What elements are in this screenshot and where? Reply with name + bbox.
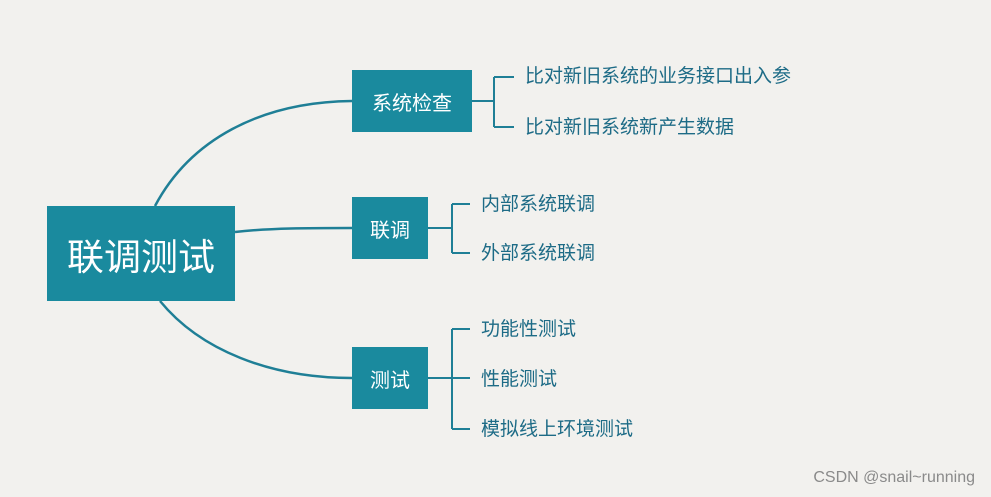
leaf-node: 功能性测试 [481, 318, 577, 340]
branch-node-label: 联调 [370, 217, 410, 242]
branch-node-系统检查: 系统检查 [352, 70, 472, 132]
connector-root-to-系统检查 [153, 99, 353, 207]
leaf-node: 比对新旧系统新产生数据 [525, 116, 735, 138]
leaf-node: 内部系统联调 [481, 193, 596, 215]
branch-node-联调: 联调 [352, 197, 428, 259]
leaf-node: 性能测试 [481, 368, 558, 390]
branch-node-测试: 测试 [352, 347, 428, 409]
root-node: 联调测试 [47, 206, 235, 301]
branch-node-label: 系统检查 [372, 90, 452, 115]
leaf-node: 比对新旧系统的业务接口出入参 [525, 65, 792, 87]
watermark: CSDN @snail~running [813, 469, 975, 486]
connector-root-to-测试 [159, 300, 353, 380]
leaf-node: 外部系统联调 [481, 242, 596, 264]
branch-node-label: 测试 [370, 367, 410, 392]
root-node-label: 联调测试 [67, 235, 215, 279]
connector-root-to-联调 [234, 226, 353, 234]
leaf-node: 模拟线上环境测试 [481, 418, 634, 440]
